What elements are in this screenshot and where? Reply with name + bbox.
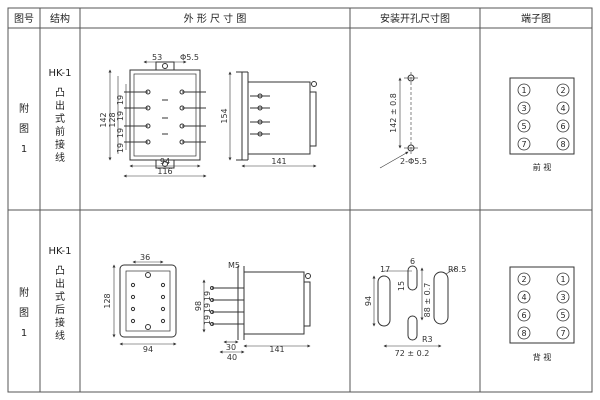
svg-text:94: 94 [143, 345, 153, 354]
svg-text:R3: R3 [422, 335, 433, 344]
row1-terminal-caption: 前 视 [533, 162, 552, 172]
svg-text:接: 接 [55, 316, 65, 329]
svg-text:1: 1 [521, 86, 526, 95]
svg-text:128: 128 [103, 293, 112, 308]
header-cutout: 安装开孔尺寸图 [380, 12, 450, 25]
svg-text:1: 1 [560, 275, 565, 284]
row2-terminal-caption: 背 视 [533, 352, 552, 362]
svg-text:4: 4 [521, 293, 526, 302]
svg-text:后: 后 [55, 304, 65, 316]
svg-text:19: 19 [203, 315, 212, 325]
svg-text:6: 6 [560, 122, 565, 131]
row2-outline-drawing [112, 260, 311, 354]
header-structure: 结构 [50, 12, 70, 25]
svg-text:40: 40 [227, 353, 237, 362]
svg-text:116: 116 [157, 167, 172, 176]
svg-text:19: 19 [116, 143, 125, 153]
svg-text:3: 3 [560, 293, 565, 302]
svg-text:R8.5: R8.5 [448, 265, 466, 274]
svg-text:128: 128 [108, 112, 117, 127]
svg-text:8: 8 [521, 329, 526, 338]
svg-text:88 ± 0.7: 88 ± 0.7 [423, 283, 432, 318]
svg-text:线: 线 [55, 151, 65, 164]
svg-text:前: 前 [55, 125, 65, 138]
svg-text:附: 附 [19, 102, 29, 115]
svg-text:出: 出 [55, 277, 65, 290]
row1-outline-drawing [108, 60, 317, 178]
table-grid [7, 7, 593, 393]
row1-outline-dims: 53 Φ5.5 142 128 19 19 19 19 154 94 116 1… [99, 53, 287, 176]
row1-structure: 凸 出 式 前 接 线 [55, 87, 65, 164]
svg-text:5: 5 [521, 122, 526, 131]
svg-text:142 ± 0.8: 142 ± 0.8 [389, 93, 398, 133]
svg-text:线: 线 [55, 329, 65, 342]
svg-text:7: 7 [521, 140, 526, 149]
svg-text:8: 8 [560, 140, 565, 149]
svg-text:6: 6 [410, 257, 415, 266]
svg-text:7: 7 [560, 329, 565, 338]
svg-text:4: 4 [560, 104, 565, 113]
svg-text:141: 141 [271, 157, 286, 166]
row1-cutout-dims: 142 ± 0.8 2-Φ5.5 [389, 93, 427, 166]
row2-terminals [517, 272, 570, 340]
svg-text:1: 1 [21, 144, 27, 155]
svg-text:式: 式 [55, 290, 65, 303]
svg-text:19: 19 [203, 303, 212, 313]
row2-model: HK-1 [49, 246, 72, 257]
svg-text:Φ5.5: Φ5.5 [180, 53, 199, 62]
svg-text:19: 19 [116, 111, 125, 121]
svg-text:72 ± 0.2: 72 ± 0.2 [395, 349, 430, 358]
row2-cutout-dims: 17 6 R8.5 94 15 88 ± 0.7 R3 72 ± 0.2 [364, 257, 466, 358]
row1-model: HK-1 [49, 68, 72, 79]
svg-text:M5: M5 [228, 261, 240, 270]
header-figure-no: 图号 [14, 13, 34, 25]
svg-text:接: 接 [55, 138, 65, 151]
svg-text:5: 5 [560, 311, 565, 320]
svg-text:98: 98 [194, 301, 203, 311]
row1-terminals [517, 83, 570, 151]
svg-text:30: 30 [226, 343, 236, 352]
header-outline: 外 形 尺 寸 图 [184, 12, 247, 25]
svg-text:凸: 凸 [55, 265, 65, 277]
svg-text:2-Φ5.5: 2-Φ5.5 [400, 157, 427, 166]
svg-text:53: 53 [152, 53, 162, 62]
row2-terminal-labels: 2 1 4 3 6 5 8 7 [521, 275, 565, 338]
svg-text:19: 19 [116, 128, 125, 138]
svg-text:154: 154 [220, 108, 229, 123]
row2-terminal-box [509, 266, 575, 344]
svg-text:36: 36 [140, 253, 150, 262]
row2-structure: 凸 出 式 后 接 线 [55, 265, 65, 342]
svg-text:15: 15 [397, 281, 406, 291]
svg-text:图: 图 [19, 123, 29, 135]
svg-text:17: 17 [380, 265, 390, 274]
row1-cutout-drawing [379, 72, 418, 169]
row1-terminal-labels: 1 2 3 4 5 6 7 8 [521, 86, 565, 149]
row1-terminal-box [509, 77, 575, 155]
row2-outline-dims: 36 128 94 M5 98 19 19 19 30 40 141 [103, 253, 285, 362]
svg-text:1: 1 [21, 328, 27, 339]
header-terminal: 端子图 [521, 12, 551, 25]
svg-text:2: 2 [521, 275, 526, 284]
svg-text:图: 图 [19, 307, 29, 319]
svg-text:3: 3 [521, 104, 526, 113]
svg-text:94: 94 [364, 296, 373, 306]
row1-figure-no: 附 图 1 [19, 102, 29, 155]
svg-text:2: 2 [560, 86, 565, 95]
svg-text:94: 94 [160, 157, 170, 166]
row2-cutout-drawing [372, 265, 457, 348]
svg-text:式: 式 [55, 112, 65, 125]
svg-text:19: 19 [203, 291, 212, 301]
svg-text:141: 141 [269, 345, 284, 354]
svg-text:19: 19 [116, 95, 125, 105]
svg-text:凸: 凸 [55, 87, 65, 99]
svg-text:6: 6 [521, 311, 526, 320]
svg-text:出: 出 [55, 99, 65, 112]
svg-text:附: 附 [19, 286, 29, 299]
svg-text:142: 142 [99, 112, 108, 127]
row2-figure-no: 附 图 1 [19, 286, 29, 339]
